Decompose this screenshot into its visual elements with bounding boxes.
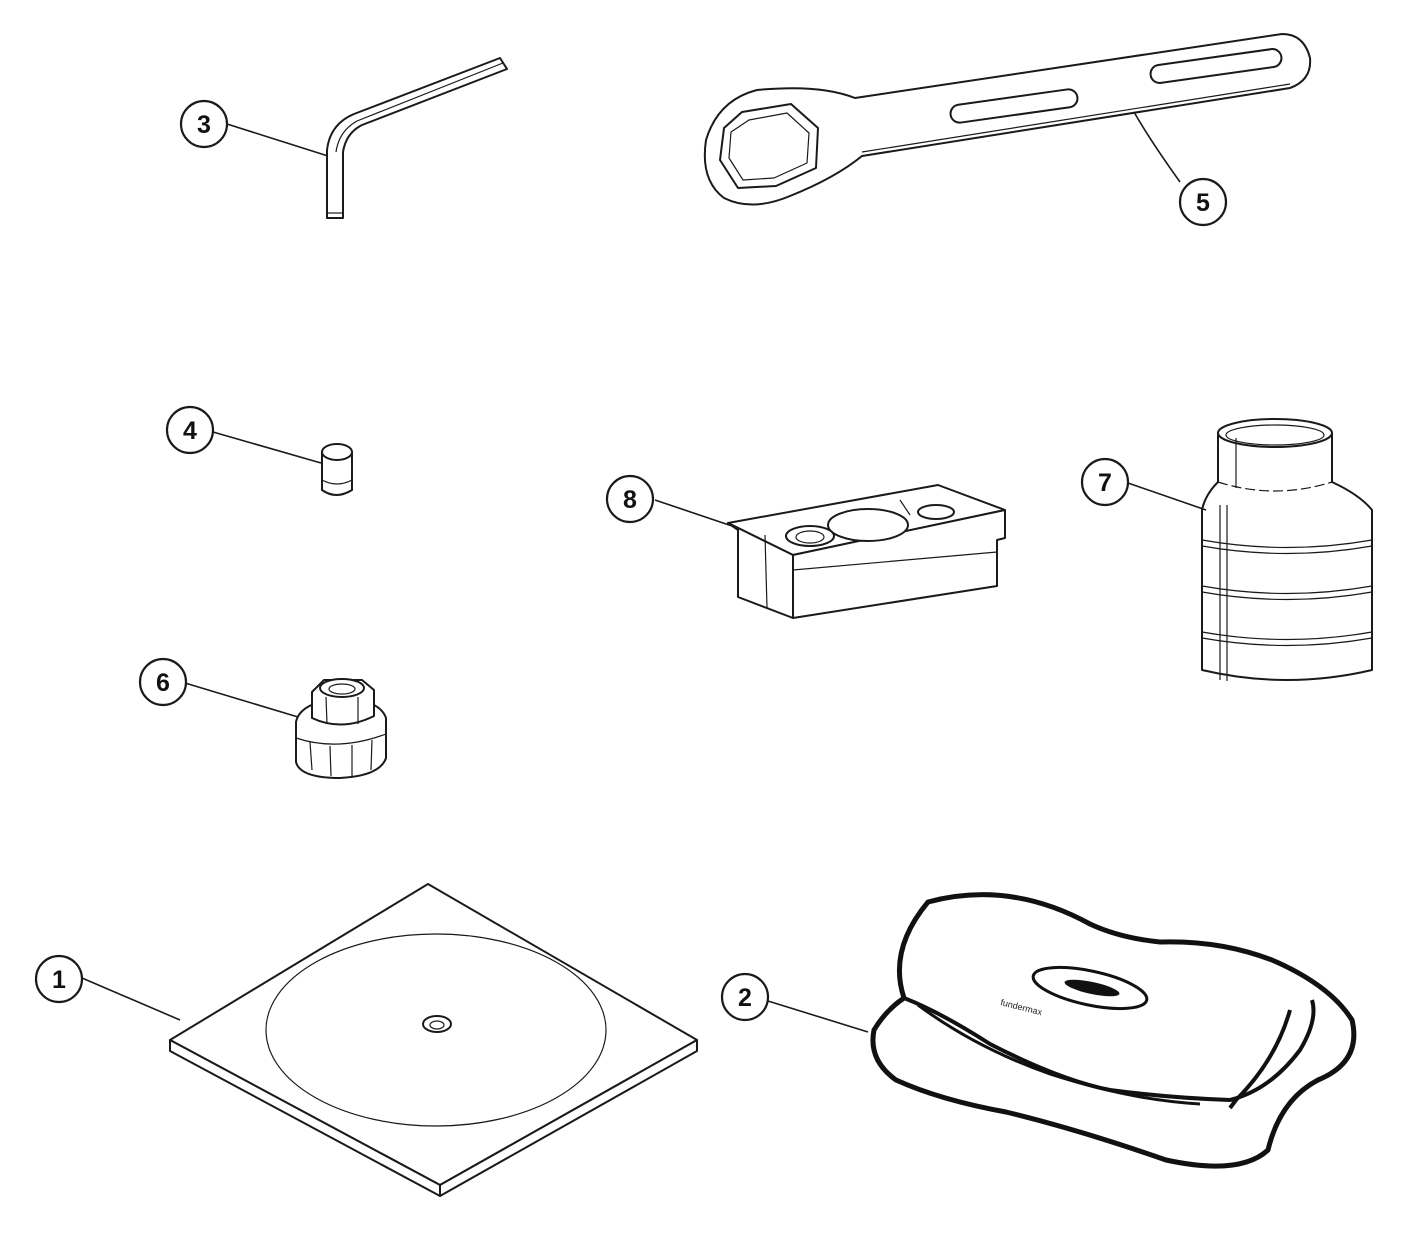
callout-6-label: 6 <box>156 669 170 697</box>
part-1-square-plate <box>169 883 698 1197</box>
leader-4 <box>212 431 322 464</box>
part-3-hex-key <box>326 57 508 219</box>
callout-6: 6 <box>138 657 188 707</box>
callout-5: 5 <box>1178 177 1228 227</box>
callout-5-label: 5 <box>1196 189 1210 217</box>
part-7-sleeve <box>1201 418 1373 681</box>
callout-3-label: 3 <box>197 111 211 139</box>
leader-7 <box>1127 482 1207 511</box>
leader-lines <box>81 111 1207 1033</box>
leader-1 <box>81 977 181 1021</box>
part-8-slotted-block <box>727 484 1006 619</box>
callout-8-label: 8 <box>623 486 637 514</box>
callout-8: 8 <box>605 474 655 524</box>
part-4-dowel-pin <box>321 443 353 496</box>
callout-3: 3 <box>179 99 229 149</box>
callout-4: 4 <box>165 405 215 455</box>
part-6-nut-adapter <box>295 678 387 779</box>
callout-2-label: 2 <box>738 984 752 1012</box>
leader-6 <box>184 682 299 718</box>
callout-2: 2 <box>720 972 770 1022</box>
leader-8 <box>654 499 733 527</box>
callout-1: 1 <box>34 954 84 1004</box>
part-5-spanner-wrench <box>703 33 1312 206</box>
callout-7-label: 7 <box>1098 469 1112 497</box>
callout-7: 7 <box>1080 457 1130 507</box>
pouch-logo-text: fundermax <box>1000 997 1044 1017</box>
callout-1-label: 1 <box>52 966 66 994</box>
callout-4-label: 4 <box>183 417 197 445</box>
part-2-pouch: fundermax <box>870 892 1357 1169</box>
leader-3 <box>226 123 329 157</box>
leader-2 <box>767 1000 869 1033</box>
leader-5 <box>1133 111 1181 183</box>
